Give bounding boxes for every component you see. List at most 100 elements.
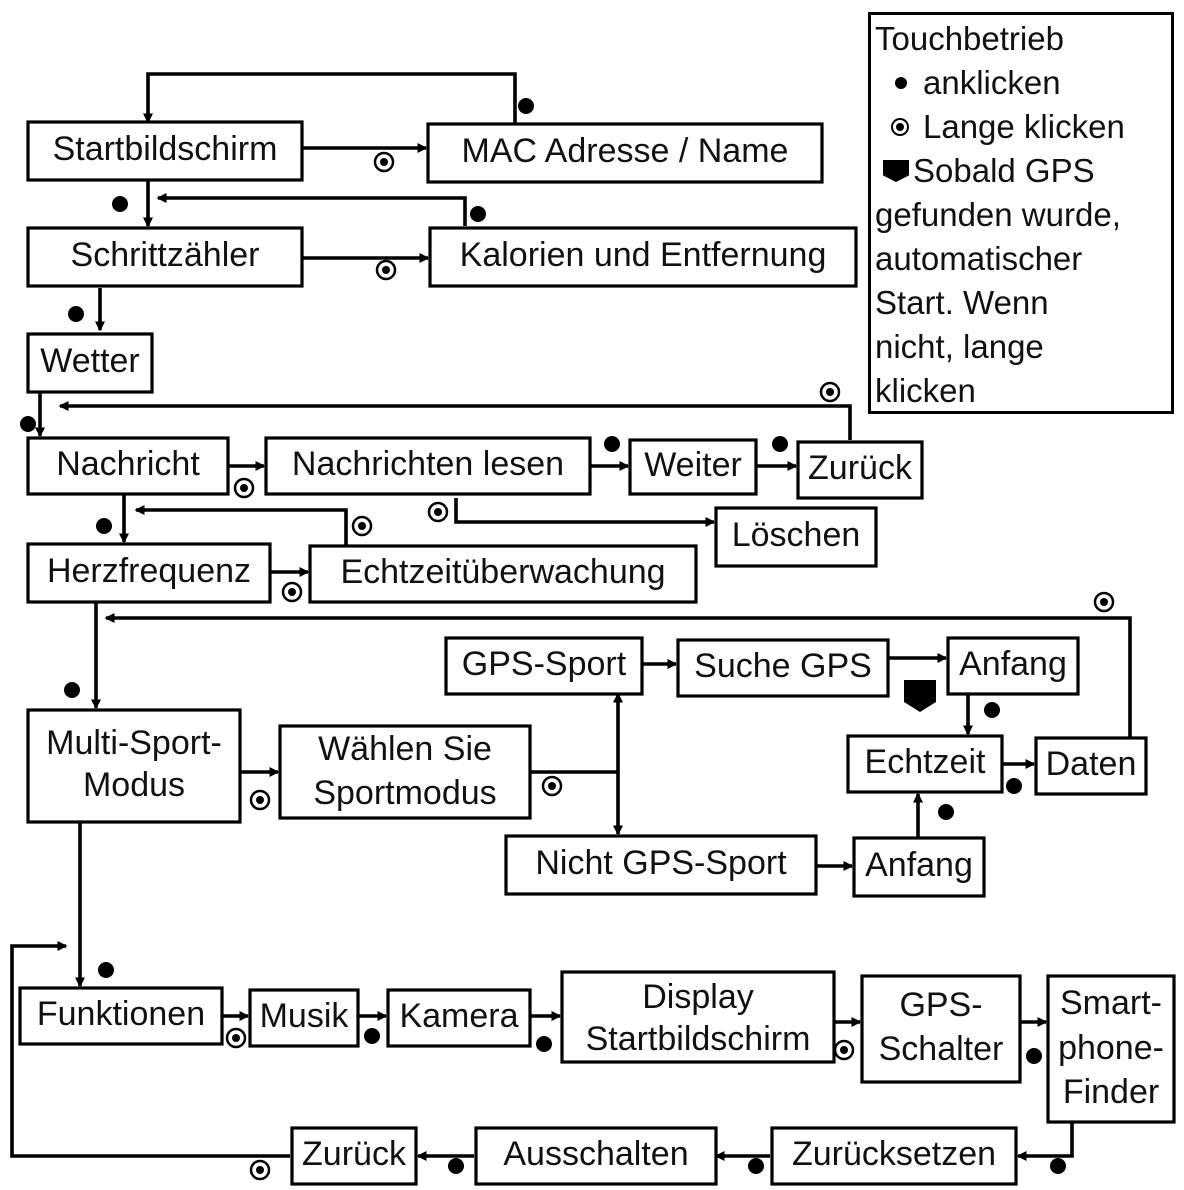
long-press-icon: [281, 581, 303, 603]
node-finder-line2: phone-: [1058, 1029, 1164, 1067]
node-anfang-gps: Anfang: [946, 636, 1080, 696]
tap-dot-icon: [470, 206, 486, 222]
node-suche-gps-label: Suche GPS: [694, 647, 872, 685]
tap-dot-icon: [364, 1028, 380, 1044]
node-musik-label: Musik: [260, 997, 350, 1035]
long-press-icon: [249, 789, 271, 811]
node-display-startbildschirm: Display Startbildschirm: [560, 970, 836, 1064]
legend-gps-line2: gefunden wurde,: [875, 196, 1121, 233]
node-daten: Daten: [1034, 736, 1148, 796]
legend-tap-label: anklicken: [923, 64, 1061, 101]
long-press-icon: [891, 118, 909, 136]
tap-dot-icon: [68, 306, 84, 322]
node-suche-gps: Suche GPS: [676, 638, 890, 698]
node-multi-sport-modus: Multi-Sport- Modus: [26, 708, 242, 824]
node-zurueck-funktionen: Zurück: [290, 1126, 418, 1186]
long-press-icon: [1093, 591, 1115, 613]
long-press-icon: [373, 151, 395, 173]
node-wetter: Wetter: [26, 332, 154, 394]
node-gps-schalter-line1: GPS-: [899, 986, 982, 1024]
long-press-icon: [541, 775, 563, 797]
node-musik: Musik: [248, 988, 360, 1048]
edge-kalorien-to-schritt: [156, 193, 467, 226]
node-nachricht: Nachricht: [26, 436, 230, 496]
long-press-icon: [233, 477, 255, 499]
edge-finder-to-zuruecksetzen: [1016, 1122, 1074, 1161]
long-press-icon: [375, 259, 397, 281]
node-ausschalten-label: Ausschalten: [503, 1135, 688, 1173]
node-loeschen: Löschen: [714, 506, 878, 568]
node-display-line2: Startbildschirm: [586, 1020, 811, 1058]
legend-long-press-row: Lange klicken: [875, 105, 1167, 149]
long-press-icon: [427, 501, 449, 523]
tap-dot-icon: [98, 962, 114, 978]
node-nachrichten-lesen-label: Nachrichten lesen: [292, 445, 564, 483]
long-press-icon: [225, 1027, 247, 1049]
legend-gps-row: Sobald GPS: [875, 149, 1167, 193]
tap-dot-icon: [536, 1036, 552, 1052]
node-nachrichten-lesen: Nachrichten lesen: [264, 436, 592, 496]
edge-zurueck-to-nachricht: [58, 401, 852, 440]
node-finder-line1: Smart-: [1060, 984, 1162, 1022]
node-smartphone-finder: Smart- phone- Finder: [1046, 974, 1176, 1124]
gps-autostart-icon: [883, 160, 909, 182]
node-nicht-gps-sport-label: Nicht GPS-Sport: [535, 844, 787, 882]
legend-gps-line1: Sobald GPS: [913, 152, 1095, 189]
node-wetter-label: Wetter: [40, 342, 140, 380]
node-finder-line3: Finder: [1063, 1073, 1159, 1111]
node-funktionen-label: Funktionen: [37, 995, 205, 1033]
node-daten-label: Daten: [1046, 745, 1137, 783]
legend-box: Touchbetrieb anklicken Lange klicken Sob…: [868, 12, 1174, 414]
node-zurueck-funktionen-label: Zurück: [302, 1135, 407, 1173]
node-kamera-label: Kamera: [399, 997, 518, 1035]
edge-mac-to-start: [143, 72, 517, 124]
node-startbildschirm-label: Startbildschirm: [53, 130, 278, 168]
node-multi-sport-modus-line1: Multi-Sport-: [46, 724, 222, 762]
node-echtzeit-label: Echtzeit: [865, 743, 986, 781]
legend-tap-row: anklicken: [875, 61, 1167, 105]
node-schrittzaehler-label: Schrittzähler: [71, 236, 260, 274]
node-weiter-label: Weiter: [644, 446, 742, 484]
node-kalorien-label: Kalorien und Entfernung: [460, 236, 827, 274]
tap-dot-icon: [748, 1158, 764, 1174]
node-kamera: Kamera: [386, 988, 532, 1048]
tap-dot-icon: [772, 436, 788, 452]
node-gps-schalter: GPS- Schalter: [860, 974, 1022, 1084]
node-startbildschirm: Startbildschirm: [26, 120, 304, 182]
edge-zurueck-to-funktionen: [10, 941, 290, 1158]
legend-gps-line5: nicht, lange: [875, 328, 1044, 365]
node-echtzeitueberwachung: Echtzeitüberwachung: [308, 544, 698, 604]
legend-title: Touchbetrieb: [875, 20, 1064, 57]
long-press-icon: [351, 515, 373, 537]
node-anfang-gps-label: Anfang: [959, 645, 1067, 683]
tap-dot-icon: [518, 98, 534, 114]
tap-dot-icon: [938, 804, 954, 820]
tap-dot-icon: [64, 682, 80, 698]
tap-dot-icon: [112, 196, 128, 212]
node-waehlen-line1: Wählen Sie: [318, 730, 492, 768]
tap-markers: [20, 98, 1066, 1174]
legend-gps-line3: automatischer: [875, 240, 1083, 277]
node-herzfrequenz-label: Herzfrequenz: [47, 552, 251, 590]
tap-dot-icon: [895, 77, 907, 89]
legend-long-press-label: Lange klicken: [923, 108, 1125, 145]
long-press-icon: [819, 381, 841, 403]
node-gps-sport: GPS-Sport: [444, 636, 644, 696]
node-nicht-gps-sport: Nicht GPS-Sport: [504, 834, 818, 896]
node-gps-sport-label: GPS-Sport: [462, 645, 627, 683]
node-zuruecksetzen: Zurücksetzen: [770, 1126, 1018, 1186]
tap-dot-icon: [1026, 1048, 1042, 1064]
node-weiter: Weiter: [628, 438, 758, 496]
long-press-icon: [249, 1159, 271, 1181]
node-display-line1: Display: [642, 978, 753, 1016]
node-loeschen-label: Löschen: [732, 516, 861, 554]
tap-dot-icon: [448, 1158, 464, 1174]
node-anfang-nicht-gps: Anfang: [852, 836, 986, 898]
node-multi-sport-modus-line2: Modus: [83, 766, 185, 804]
node-waehlen-line2: Sportmodus: [313, 774, 496, 812]
node-zurueck-nachricht-label: Zurück: [808, 449, 913, 487]
node-mac-adresse-label: MAC Adresse / Name: [462, 132, 789, 170]
edge-echtzeitue-to-herz: [134, 505, 348, 546]
node-schrittzaehler: Schrittzähler: [26, 226, 304, 288]
node-funktionen: Funktionen: [18, 986, 224, 1046]
